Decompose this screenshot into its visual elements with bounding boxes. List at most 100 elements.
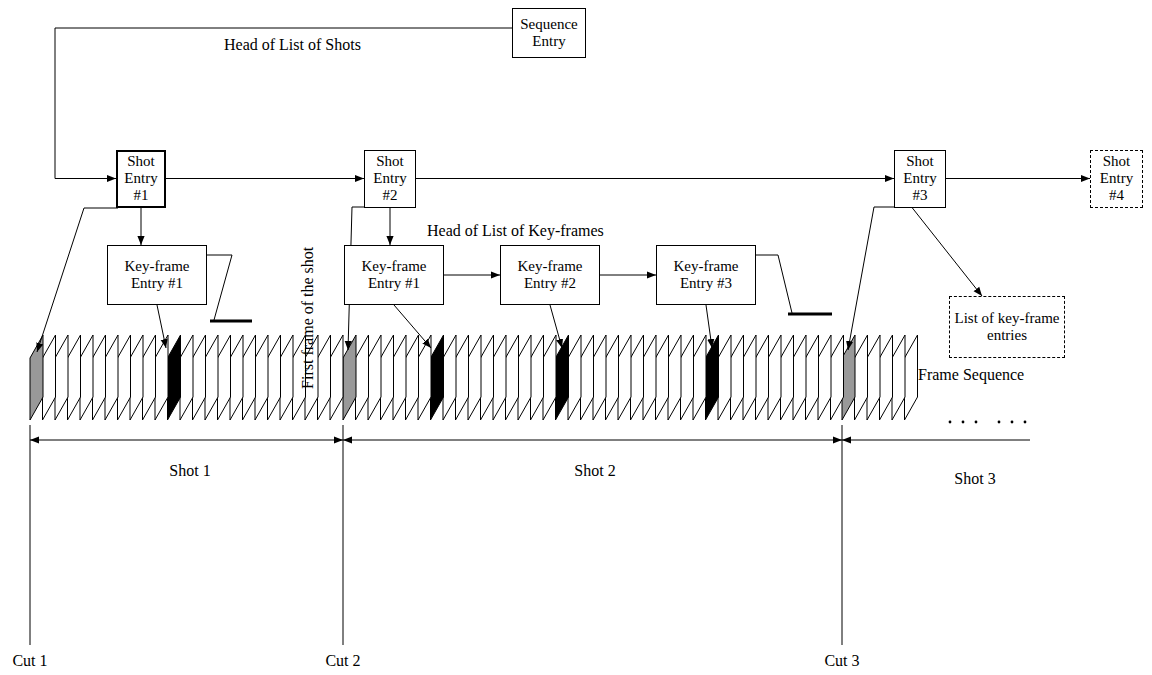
node-label: Key-frame Entry #1	[345, 258, 443, 293]
shot-box: Shot Entry #1	[116, 150, 166, 208]
video-frame	[255, 335, 268, 420]
video-frame	[381, 335, 394, 420]
keyframe-box: Key-frame Entry #3	[656, 245, 756, 305]
node-label: List of key-frame entries	[950, 310, 1064, 345]
video-frame	[518, 335, 531, 420]
shot-span	[343, 440, 842, 441]
video-frame	[356, 335, 369, 420]
video-frame	[30, 335, 43, 420]
video-frame	[892, 335, 905, 420]
frame-pointer	[37, 208, 118, 352]
continuation-dot	[1024, 421, 1027, 424]
null-pointer	[204, 255, 232, 320]
video-frame	[368, 335, 381, 420]
video-frame	[481, 335, 494, 420]
keyframe-box: Key-frame Entry #1	[107, 245, 207, 305]
video-frame	[743, 335, 756, 420]
video-frame	[568, 335, 581, 420]
node-label: Shot Entry #1	[118, 153, 164, 205]
video-frame	[593, 335, 606, 420]
video-frame	[268, 335, 281, 420]
node-label: Sequence Entry	[513, 16, 585, 51]
video-frame	[318, 335, 331, 420]
frame-pointer	[706, 305, 712, 348]
video-frame	[406, 335, 419, 420]
pointer-arrow	[600, 275, 656, 276]
video-frame	[531, 335, 544, 420]
video-frame	[205, 335, 218, 420]
sequence-label: Frame Sequence	[918, 366, 1024, 384]
null-pointer	[753, 255, 792, 313]
video-frame	[543, 335, 556, 420]
frame-pointer	[550, 305, 562, 348]
video-frame	[343, 335, 356, 420]
video-frame	[280, 335, 293, 420]
node-label: Key-frame Entry #1	[108, 258, 206, 293]
continuation-dot	[1011, 421, 1014, 424]
video-frame	[443, 335, 456, 420]
video-frame	[831, 335, 844, 420]
video-frame	[781, 335, 794, 420]
node-label: Key-frame Entry #3	[657, 258, 755, 293]
shot-label: Shot 3	[954, 470, 995, 488]
cut-line	[30, 425, 31, 645]
shot-box: Shot Entry #4	[1090, 150, 1143, 208]
video-frame	[218, 335, 231, 420]
pointer-label: First frame of the shot	[299, 247, 317, 389]
frame-pointer	[394, 305, 431, 348]
video-frame	[855, 335, 868, 420]
node-label: Key-frame Entry #2	[501, 258, 599, 293]
video-frame	[468, 335, 481, 420]
continuation-dot	[975, 421, 978, 424]
edge-label: Head of List of Key-frames	[425, 222, 606, 240]
video-frame	[130, 335, 143, 420]
video-frame	[793, 335, 806, 420]
video-frame	[656, 335, 669, 420]
video-frame	[818, 335, 831, 420]
cut-line	[842, 425, 843, 645]
node-label: Shot Entry #2	[365, 153, 415, 205]
video-frame	[756, 335, 769, 420]
video-frame	[867, 335, 880, 420]
pointer-arrow	[166, 178, 364, 179]
cut-line	[343, 425, 344, 645]
video-frame	[493, 335, 506, 420]
video-frame	[456, 335, 469, 420]
video-frame	[180, 335, 193, 420]
shot-box: Shot Entry #3	[894, 150, 946, 208]
null-terminator	[788, 313, 832, 316]
video-frame	[43, 335, 56, 420]
video-frame	[55, 335, 68, 420]
pointer-arrow	[946, 178, 1090, 179]
sequence-box: Sequence Entry	[512, 8, 586, 58]
video-frame	[768, 335, 781, 420]
node-label: Shot Entry #3	[895, 153, 945, 205]
video-frame	[681, 335, 694, 420]
video-frame	[230, 335, 243, 420]
cut-label: Cut 3	[824, 652, 859, 670]
video-frame	[880, 335, 893, 420]
video-frame	[243, 335, 256, 420]
video-frame	[118, 335, 131, 420]
pointer-arrow	[141, 208, 142, 246]
pointer-arrow	[390, 208, 391, 246]
video-frame	[643, 335, 656, 420]
continuation-dot	[998, 421, 1001, 424]
video-frame	[393, 335, 406, 420]
pointer-arrow	[416, 178, 894, 179]
video-frame	[668, 335, 681, 420]
cut-label: Cut 1	[12, 652, 47, 670]
video-frame	[631, 335, 644, 420]
shot-label: Shot 1	[169, 462, 210, 480]
keyframe-box: Key-frame Entry #2	[500, 245, 600, 305]
edge-label: Head of List of Shots	[222, 36, 363, 54]
null-terminator	[210, 320, 252, 323]
video-frame	[193, 335, 206, 420]
shot-span	[30, 440, 343, 441]
video-frame	[168, 335, 181, 420]
video-frame	[80, 335, 93, 420]
video-frame	[581, 335, 594, 420]
video-frame	[506, 335, 519, 420]
continuation-dot	[949, 421, 952, 424]
video-frame	[431, 335, 444, 420]
